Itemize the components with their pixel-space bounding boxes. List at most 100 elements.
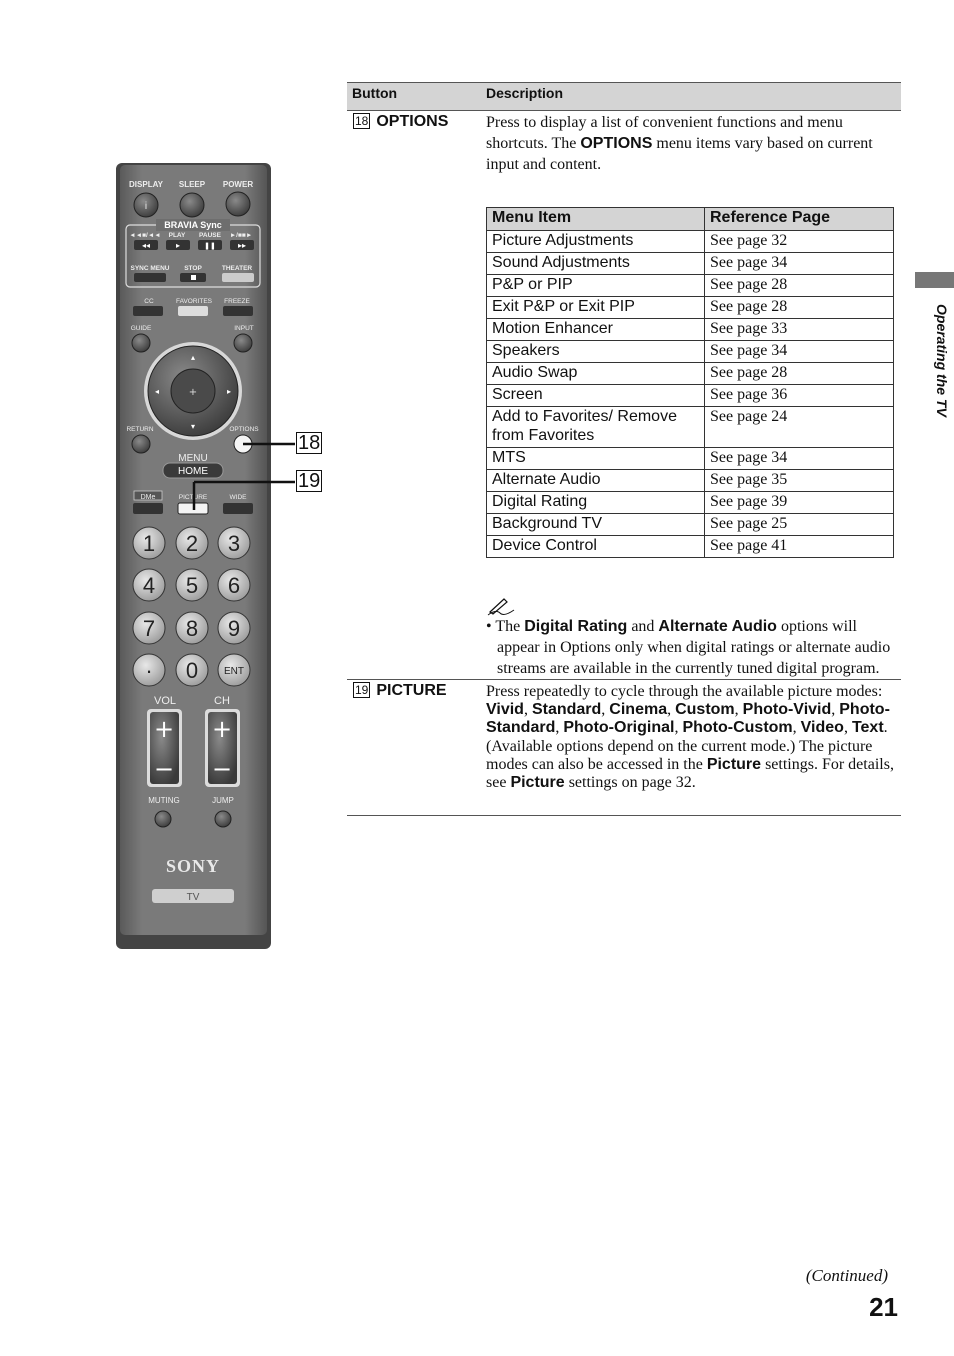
prev-label: ◄◄■/◄◄ <box>129 232 160 239</box>
muting-label: MUTING <box>148 796 180 805</box>
section-side-label: Operating the TV <box>930 304 950 449</box>
sleep-button[interactable] <box>180 193 204 217</box>
picture-desc-text-4: settings on page 32. <box>565 774 696 791</box>
favorites-button[interactable] <box>178 306 208 316</box>
sync-menu-button[interactable] <box>134 273 166 282</box>
ch-up-icon: + <box>212 715 232 743</box>
next-label: ►/■■► <box>230 232 253 239</box>
info-icon: i <box>145 201 147 212</box>
callout-lines <box>190 430 300 520</box>
options-note: • The Digital Rating and Alternate Audio… <box>486 596 896 679</box>
picture-mode: Cinema <box>609 701 667 718</box>
power-button[interactable] <box>226 192 250 216</box>
digit-label: 4 <box>143 573 155 598</box>
options-desc-bold: OPTIONS <box>580 135 652 152</box>
digit-label: · <box>145 658 152 683</box>
reference-page-cell: See page 25 <box>705 514 894 536</box>
picture-desc-text-1: Press repeatedly to cycle through the av… <box>486 683 882 700</box>
section-tab-marker <box>915 272 954 288</box>
reference-page-cell: See page 33 <box>705 319 894 341</box>
menu-table-row: Exit P&P or Exit PIPSee page 28 <box>487 297 894 319</box>
sync-menu-label: SYNC MENU <box>130 265 169 272</box>
callout-18: 18 <box>296 432 322 454</box>
center-icon: + <box>189 387 197 398</box>
note-bullet: • <box>486 618 492 635</box>
note-text-2: and <box>627 618 658 635</box>
vol-down-icon: − <box>154 755 174 783</box>
dme-button[interactable] <box>133 503 163 514</box>
rewind-icon: ◂◂ <box>142 241 150 250</box>
table-header: Button Description <box>347 82 901 111</box>
menu-table-row: Add to Favorites/ Remove from FavoritesS… <box>487 407 894 448</box>
theater-button[interactable] <box>222 273 254 282</box>
muting-button[interactable] <box>155 811 171 827</box>
continued-note: (Continued) <box>806 1266 888 1286</box>
remote-label-sleep: SLEEP <box>179 180 206 189</box>
note-text-1: The <box>495 618 524 635</box>
return-button[interactable] <box>132 435 150 453</box>
guide-button[interactable] <box>132 334 150 352</box>
digit-label: 2 <box>186 531 198 556</box>
input-button[interactable] <box>234 334 252 352</box>
menu-item-header: Menu Item <box>487 208 705 231</box>
picture-mode: Custom <box>675 701 735 718</box>
picture-description: Press repeatedly to cycle through the av… <box>486 683 896 792</box>
digit-label: 5 <box>186 573 198 598</box>
note-text: • The Digital Rating and Alternate Audio… <box>486 616 896 679</box>
header-button: Button <box>352 85 397 101</box>
menu-item-cell: Add to Favorites/ Remove from Favorites <box>487 407 705 448</box>
reference-page-cell: See page 24 <box>705 407 894 448</box>
side-label-text: Operating the TV <box>934 304 950 417</box>
menu-table-row: Device ControlSee page 41 <box>487 536 894 558</box>
vol-up-icon: + <box>154 715 174 743</box>
return-label: RETURN <box>126 426 153 433</box>
ch-label: CH <box>214 695 230 707</box>
note-bold-alternate-audio: Alternate Audio <box>658 618 777 635</box>
freeze-button[interactable] <box>223 306 253 316</box>
menu-table-row: Motion EnhancerSee page 33 <box>487 319 894 341</box>
menu-item-cell: Screen <box>487 385 705 407</box>
menu-table-row: P&P or PIPSee page 28 <box>487 275 894 297</box>
reference-page-cell: See page 32 <box>705 231 894 253</box>
remote-label-display: DISPLAY <box>129 180 164 189</box>
menu-table-row: SpeakersSee page 34 <box>487 341 894 363</box>
theater-label: THEATER <box>222 265 253 272</box>
reference-page-cell: See page 34 <box>705 341 894 363</box>
freeze-label: FREEZE <box>224 298 250 305</box>
reference-page-cell: See page 28 <box>705 275 894 297</box>
reference-page-cell: See page 34 <box>705 448 894 470</box>
dme-label: DMe <box>141 494 156 501</box>
picture-desc-bold-1: Picture <box>707 756 761 773</box>
digit-label: 7 <box>143 616 155 641</box>
digit-label: 1 <box>143 531 155 556</box>
reference-page-cell: See page 28 <box>705 363 894 385</box>
menu-item-cell: Speakers <box>487 341 705 363</box>
fast-forward-icon: ▸▸ <box>238 241 246 250</box>
menu-item-cell: Background TV <box>487 514 705 536</box>
reference-page-header: Reference Page <box>705 208 894 231</box>
note-pencil-icon <box>486 596 896 616</box>
picture-modes-list: Vivid, Standard, Cinema, Custom, Photo-V… <box>486 701 890 736</box>
options-title: OPTIONS <box>376 113 448 130</box>
menu-item-cell: MTS <box>487 448 705 470</box>
up-arrow-icon: ▴ <box>191 353 195 362</box>
cc-label: CC <box>144 298 154 305</box>
left-arrow-icon: ◂ <box>155 387 159 396</box>
menu-item-cell: Device Control <box>487 536 705 558</box>
reference-page-cell: See page 35 <box>705 470 894 492</box>
menu-item-cell: Exit P&P or Exit PIP <box>487 297 705 319</box>
jump-label: JUMP <box>212 796 234 805</box>
menu-table-row: Sound AdjustmentsSee page 34 <box>487 253 894 275</box>
digit-label: 3 <box>228 531 240 556</box>
picture-mode: Photo-Custom <box>682 719 792 736</box>
menu-item-cell: P&P or PIP <box>487 275 705 297</box>
cc-button[interactable] <box>133 306 163 316</box>
menu-table-row: Alternate AudioSee page 35 <box>487 470 894 492</box>
right-arrow-icon: ▸ <box>227 387 231 396</box>
header-description: Description <box>486 85 563 101</box>
reference-page-cell: See page 36 <box>705 385 894 407</box>
picture-mode: Photo-Original <box>563 719 674 736</box>
picture-mode: Vivid <box>486 701 524 718</box>
jump-button[interactable] <box>215 811 231 827</box>
menu-item-cell: Motion Enhancer <box>487 319 705 341</box>
